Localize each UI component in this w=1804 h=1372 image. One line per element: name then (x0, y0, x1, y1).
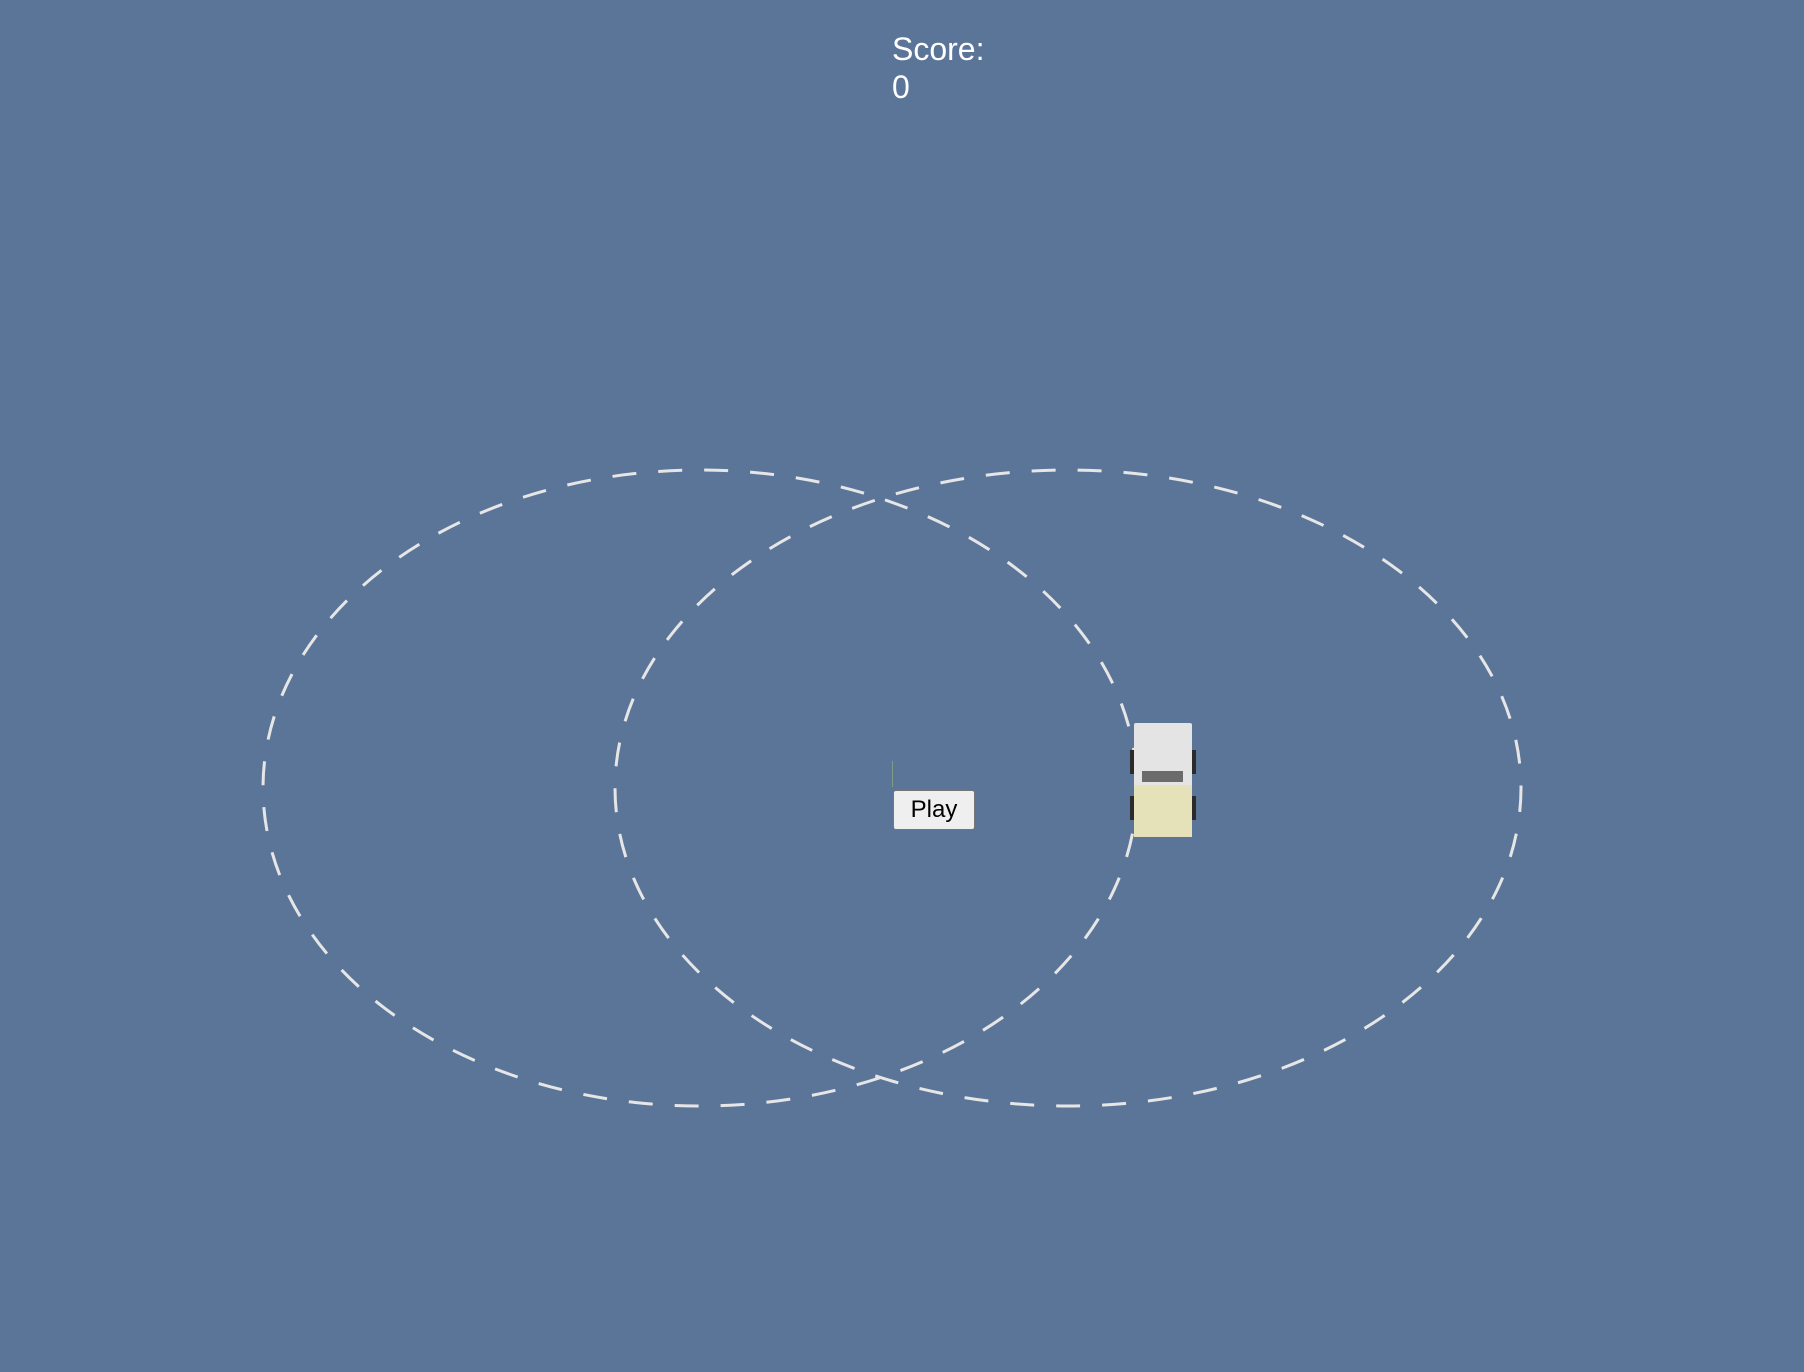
score-display: Score: 0 (892, 30, 984, 106)
score-label: Score: (892, 31, 985, 67)
left-track-loop (261, 468, 1139, 1108)
car-wheel (1130, 750, 1136, 774)
car-rear (1134, 785, 1192, 837)
play-button[interactable]: Play (893, 790, 975, 830)
score-value: 0 (892, 69, 910, 105)
car-wheel (1190, 750, 1196, 774)
car-window (1142, 771, 1183, 782)
player-car (1130, 723, 1196, 837)
text-cursor (892, 761, 893, 787)
car-wheel (1130, 796, 1136, 820)
right-track-loop (613, 468, 1523, 1108)
car-wheel (1190, 796, 1196, 820)
